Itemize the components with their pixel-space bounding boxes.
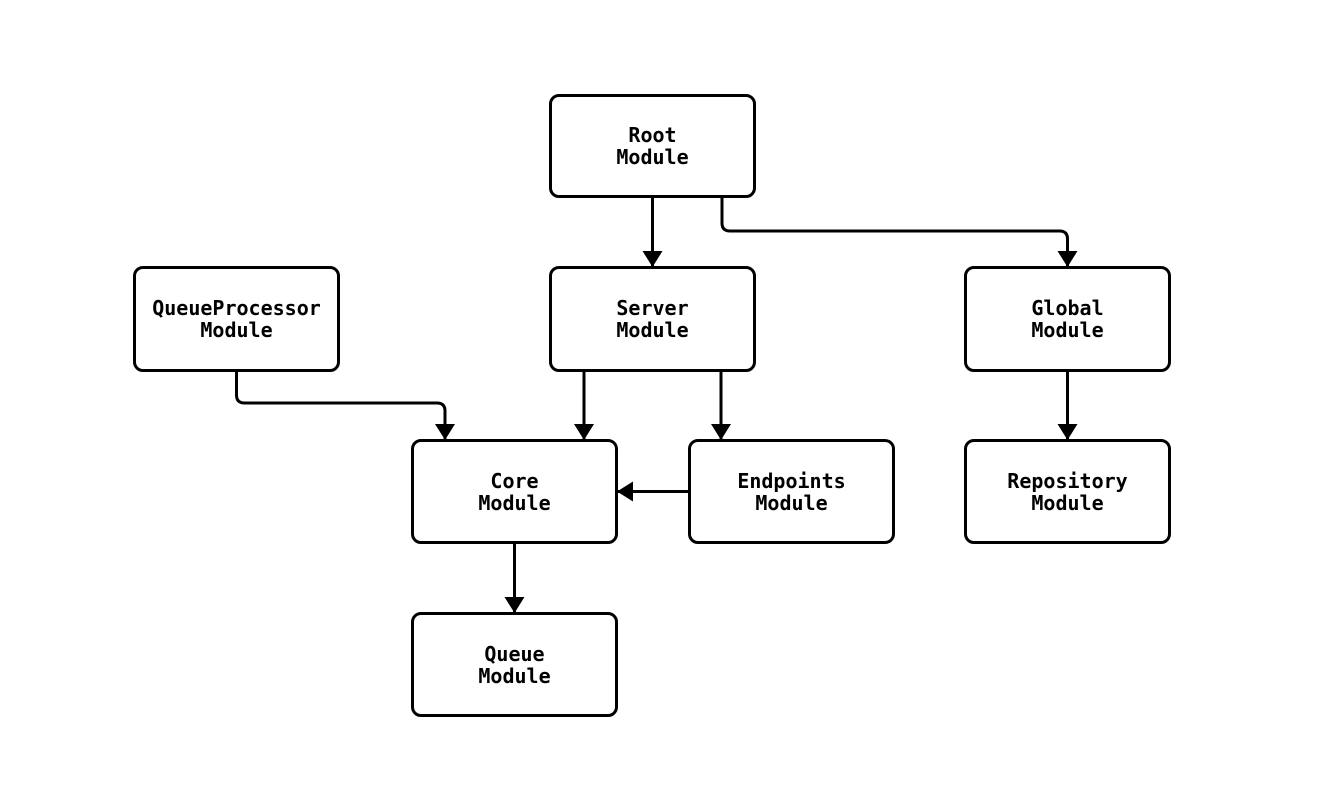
node-label-line1: Core [490, 468, 539, 493]
node-label-line2: Module [478, 490, 551, 515]
edge-queueprocessor-to-core [235, 372, 455, 440]
node-label-line2: Module [478, 663, 551, 688]
node-label-line1: Queue [484, 641, 545, 666]
node-label-line1: Endpoints [737, 468, 846, 493]
node-label-line2: Module [200, 318, 273, 342]
node-label-line1: Global [1031, 296, 1104, 320]
node-label-line1: Server [616, 296, 689, 320]
node-label-line1: Root [628, 123, 677, 147]
edge-root-to-global [720, 198, 1078, 267]
node-label-line2: Module [616, 145, 689, 169]
node-label-line1: Repository [1007, 468, 1128, 493]
node-label-line2: Module [1031, 318, 1104, 342]
node-label-line2: Module [1031, 490, 1104, 515]
node-label-line2: Module [616, 318, 689, 342]
node-label-line1: QueueProcessor [152, 296, 321, 320]
node-label-line2: Module [755, 490, 828, 515]
